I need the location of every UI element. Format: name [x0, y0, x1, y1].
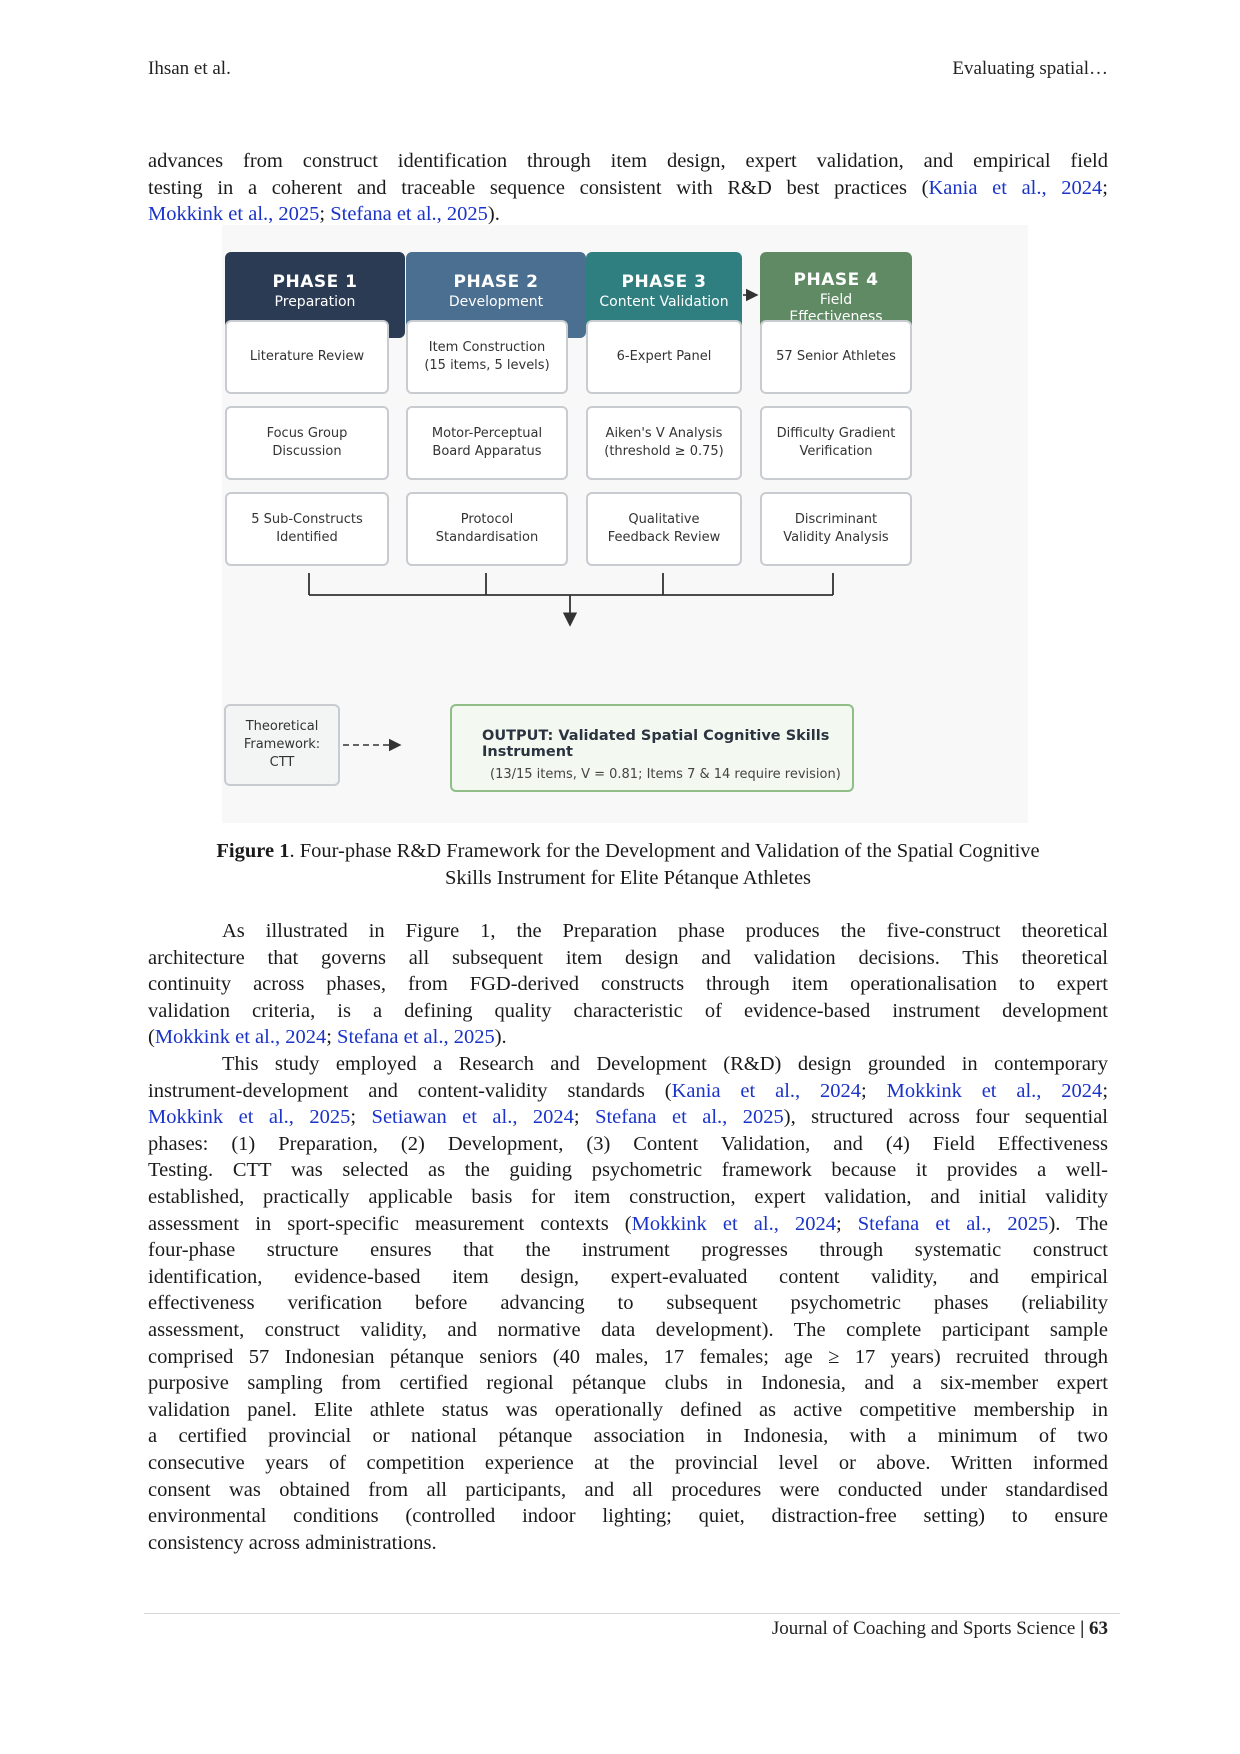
citation-link[interactable]: Mokkink et al., 2024 — [631, 1212, 836, 1235]
text-line: assessment in sport-specific measurement… — [148, 1212, 1109, 1235]
text-line: continuity across phases, from FGD-deriv… — [148, 973, 1108, 996]
phase-subtitle: Content Validation — [599, 294, 729, 310]
flowchart-connectors — [308, 288, 834, 752]
step-box: Aiken's V Analysis (threshold ≥ 0.75) — [586, 406, 742, 480]
page-number: 63 — [1089, 1618, 1108, 1639]
citation-link[interactable]: Stefana et al., 2025 — [595, 1106, 784, 1129]
text-line: testing in a coherent and traceable sequ… — [148, 176, 1108, 199]
citation-link[interactable]: Kania et al., 2024 — [928, 176, 1103, 199]
step-box: Focus Group Discussion — [225, 406, 389, 480]
phase-title: PHASE 2 — [453, 272, 539, 292]
step-box: 5 Sub-Constructs Identified — [225, 492, 389, 566]
step-box: 6-Expert Panel — [586, 320, 742, 394]
running-head-title: Evaluating spatial… — [952, 58, 1108, 79]
figure-label: Figure 1 — [216, 840, 290, 862]
text-line: Mokkink et al., 2025; Stefana et al., 20… — [148, 203, 500, 226]
text-line: advances from construct identification t… — [148, 150, 1108, 172]
step-box: Protocol Standardisation — [406, 492, 568, 566]
body-paragraph: As illustrated in Figure 1, the Preparat… — [148, 918, 1108, 1051]
phase-title: PHASE 1 — [272, 272, 358, 292]
step-box: Motor-Perceptual Board Apparatus — [406, 406, 568, 480]
citation-link[interactable]: Kania et al., 2024 — [671, 1079, 862, 1102]
text-line: environmental conditions (controlled ind… — [148, 1505, 1108, 1528]
citation-link[interactable]: Mokkink et al., 2024 — [886, 1079, 1103, 1102]
text-line: assessment, construct validity, and norm… — [148, 1318, 1108, 1341]
phase-subtitle: Preparation — [274, 294, 356, 310]
text-line: This study employed a Research and Devel… — [222, 1053, 1108, 1075]
text-line: consecutive years of competition experie… — [148, 1451, 1108, 1474]
output-subtitle: (13/15 items, V = 0.81; Items 7 & 14 req… — [490, 767, 841, 782]
text-line: effectiveness verification before advanc… — [148, 1292, 1108, 1315]
phase-title: PHASE 4 — [793, 270, 879, 290]
output-title: OUTPUT: Validated Spatial Cognitive Skil… — [482, 728, 830, 760]
intro-paragraph: advances from construct identification t… — [148, 148, 1108, 228]
citation-link[interactable]: Stefana et al., 2025 — [330, 203, 488, 226]
phase-title: PHASE 3 — [621, 272, 707, 292]
text-line: consent was obtained from all participan… — [148, 1478, 1108, 1501]
text-line: consistency across administrations. — [148, 1531, 437, 1554]
output-box: OUTPUT: Validated Spatial Cognitive Skil… — [450, 704, 854, 792]
phase-subtitle: Development — [448, 294, 544, 310]
text-line: Testing. CTT was selected as the guiding… — [148, 1159, 1108, 1182]
text-line: As illustrated in Figure 1, the Preparat… — [222, 920, 1108, 942]
text-line: established, practically applicable basi… — [148, 1185, 1108, 1208]
text-line: validation panel. Elite athlete status w… — [148, 1398, 1108, 1421]
citation-link[interactable]: Mokkink et al., 2025 — [148, 1106, 351, 1129]
step-box: Qualitative Feedback Review — [586, 492, 742, 566]
text-line: instrument-development and content-valid… — [148, 1079, 1109, 1102]
step-box: Literature Review — [225, 320, 389, 394]
running-head: Ihsan et al. Evaluating spatial… — [148, 58, 1108, 86]
citation-link[interactable]: Mokkink et al., 2024 — [154, 1026, 327, 1049]
text-line: comprised 57 Indonesian pétanque seniors… — [148, 1345, 1108, 1368]
step-box: Discriminant Validity Analysis — [760, 492, 912, 566]
theoretical-framework-box: Theoretical Framework: CTT — [224, 704, 340, 786]
text-line: phases: (1) Preparation, (2) Development… — [148, 1132, 1108, 1155]
step-box: Difficulty Gradient Verification — [760, 406, 912, 480]
text-line: purposive sampling from certified region… — [148, 1372, 1108, 1395]
text-line: identification, evidence-based item desi… — [148, 1265, 1108, 1288]
text-line: (Mokkink et al., 2024; Stefana et al., 2… — [148, 1026, 507, 1049]
text-line: four-phase structure ensures that the in… — [148, 1239, 1108, 1262]
figure-1-flowchart: PHASE 1 Preparation PHASE 2 Development … — [222, 225, 1028, 823]
text-line: Mokkink et al., 2025; Setiawan et al., 2… — [148, 1106, 1108, 1129]
figure-caption: Figure 1. Four-phase R&D Framework for t… — [216, 840, 1040, 889]
body-paragraph: This study employed a Research and Devel… — [148, 1051, 1108, 1556]
citation-link[interactable]: Stefana et al., 2025 — [337, 1026, 495, 1049]
page-footer: Journal of Coaching and Sports Science |… — [771, 1618, 1108, 1639]
footer-divider — [144, 1613, 1120, 1614]
journal-name: Journal of Coaching and Sports Science — [771, 1618, 1076, 1639]
citation-link[interactable]: Stefana et al., 2025 — [857, 1212, 1049, 1235]
citation-link[interactable]: Setiawan et al., 2024 — [371, 1106, 574, 1129]
text-line: a certified provincial or national pétan… — [148, 1425, 1108, 1448]
text-line: architecture that governs all subsequent… — [148, 946, 1108, 969]
citation-link[interactable]: Mokkink et al., 2025 — [148, 203, 320, 226]
text-line: validation criteria, is a defining quali… — [148, 999, 1108, 1022]
step-box: Item Construction (15 items, 5 levels) — [406, 320, 568, 394]
step-box: 57 Senior Athletes — [760, 320, 912, 394]
running-head-authors: Ihsan et al. — [148, 58, 231, 79]
